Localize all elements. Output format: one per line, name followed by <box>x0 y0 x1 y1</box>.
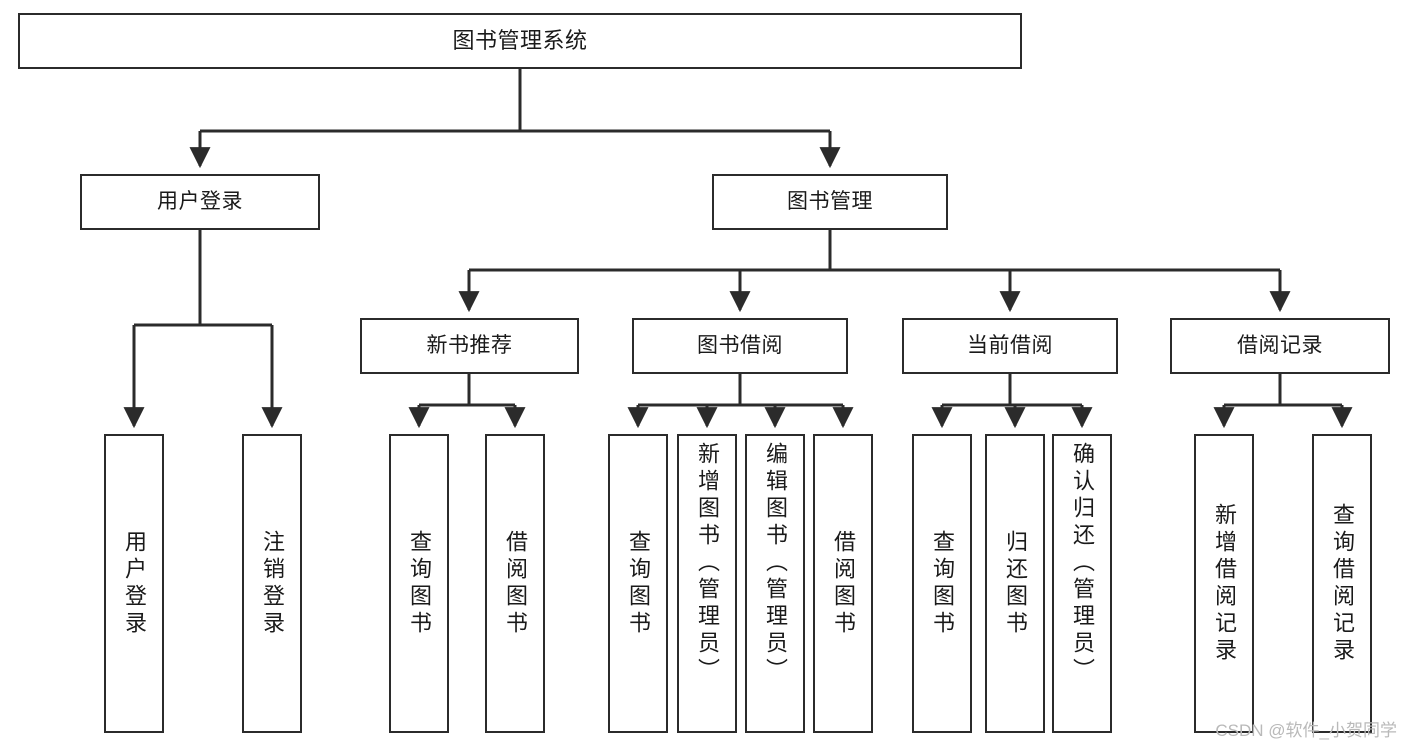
node-label: 图书借阅 <box>697 333 783 357</box>
node-new-book-recommend[interactable]: 新书推荐 <box>360 318 579 374</box>
node-label: 编辑图书（管理员） <box>763 442 788 685</box>
node-leaf-edit-book-admin[interactable]: 编辑图书（管理员） <box>745 434 805 733</box>
node-leaf-query-book-2[interactable]: 查询图书 <box>608 434 668 733</box>
node-label: 借阅图书 <box>503 529 528 638</box>
node-root-book-management-system[interactable]: 图书管理系统 <box>18 13 1022 69</box>
node-leaf-add-borrow-record[interactable]: 新增借阅记录 <box>1194 434 1254 733</box>
node-label: 归还图书 <box>1003 529 1028 638</box>
node-leaf-borrow-book-2[interactable]: 借阅图书 <box>813 434 873 733</box>
node-label: 用户登录 <box>157 189 243 213</box>
node-label: 当前借阅 <box>967 333 1053 357</box>
node-label: 查询借阅记录 <box>1330 502 1355 665</box>
node-leaf-query-book-3[interactable]: 查询图书 <box>912 434 972 733</box>
node-leaf-borrow-book-1[interactable]: 借阅图书 <box>485 434 545 733</box>
node-leaf-query-book-1[interactable]: 查询图书 <box>389 434 449 733</box>
node-label: 借阅记录 <box>1237 333 1323 357</box>
node-label: 图书管理系统 <box>452 28 588 54</box>
node-leaf-logout[interactable]: 注销登录 <box>242 434 302 733</box>
node-leaf-confirm-return-admin[interactable]: 确认归还（管理员） <box>1052 434 1112 733</box>
node-borrow-record[interactable]: 借阅记录 <box>1170 318 1390 374</box>
node-label: 新书推荐 <box>426 333 513 357</box>
node-label: 借阅图书 <box>831 529 856 638</box>
node-current-borrow[interactable]: 当前借阅 <box>902 318 1118 374</box>
node-label: 注销登录 <box>260 529 285 638</box>
node-label: 查询图书 <box>407 529 432 638</box>
node-label: 新增借阅记录 <box>1212 502 1237 665</box>
node-book-borrow[interactable]: 图书借阅 <box>632 318 848 374</box>
node-leaf-user-login[interactable]: 用户登录 <box>104 434 164 733</box>
node-label: 新增图书（管理员） <box>695 442 720 685</box>
node-label: 确认归还（管理员） <box>1070 442 1095 685</box>
node-user-login[interactable]: 用户登录 <box>80 174 320 230</box>
node-leaf-return-book[interactable]: 归还图书 <box>985 434 1045 733</box>
node-label: 查询图书 <box>930 529 955 638</box>
node-label: 图书管理 <box>787 189 873 213</box>
node-label: 用户登录 <box>122 529 147 638</box>
node-leaf-add-book-admin[interactable]: 新增图书（管理员） <box>677 434 737 733</box>
node-book-management[interactable]: 图书管理 <box>712 174 948 230</box>
node-leaf-query-borrow-record[interactable]: 查询借阅记录 <box>1312 434 1372 733</box>
node-label: 查询图书 <box>626 529 651 638</box>
